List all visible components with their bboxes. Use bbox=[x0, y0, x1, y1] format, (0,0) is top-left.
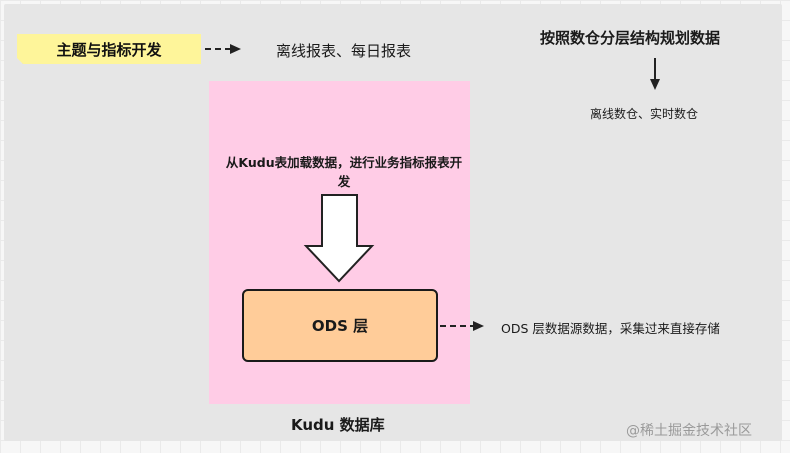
ods-layer-label: ODS 层 bbox=[311, 317, 369, 335]
load-description: 从Kudu表加载数据，进行业务指标报表开发 bbox=[225, 155, 463, 189]
watermark: @稀土掘金技术社区 bbox=[626, 423, 752, 439]
dashed-arrow-icon bbox=[440, 321, 484, 331]
ods-layer-box: ODS 层 bbox=[242, 289, 438, 362]
block-down-arrow-icon bbox=[303, 194, 375, 283]
down-arrow-icon bbox=[650, 58, 660, 90]
theme-sticky-note: 主题与指标开发 bbox=[17, 34, 201, 64]
theme-note-label: 主题与指标开发 bbox=[56, 40, 162, 59]
report-text: 离线报表、每日报表 bbox=[276, 42, 412, 60]
ods-description: ODS 层数据源数据，采集过来直接存储 bbox=[501, 321, 720, 336]
dashed-arrow-icon bbox=[205, 44, 241, 54]
plan-title: 按照数仓分层结构规划数据 bbox=[540, 29, 721, 47]
kudu-database-label: Kudu 数据库 bbox=[291, 416, 385, 434]
plan-subtitle: 离线数仓、实时数仓 bbox=[590, 107, 699, 121]
